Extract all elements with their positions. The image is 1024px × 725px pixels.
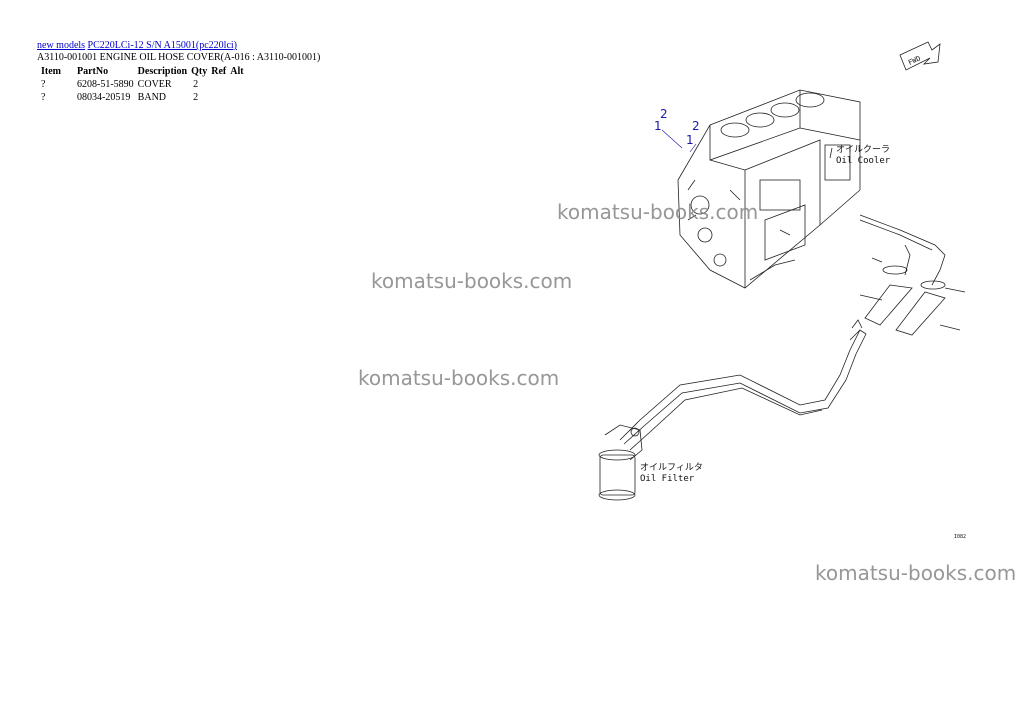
hose-cover-illustration	[859, 284, 961, 336]
cell-partno: 6208-51-5890	[77, 79, 134, 90]
oil-filter-illustration	[598, 424, 643, 501]
callout-number: 1	[686, 133, 694, 147]
oil-hose-illustration	[619, 214, 946, 451]
callout-number: 1	[654, 119, 662, 133]
column-header-alt: Alt	[230, 66, 244, 77]
cell-qty: 2	[193, 79, 199, 90]
cell-description: COVER	[137, 79, 172, 90]
diagram-code: I082	[954, 534, 966, 540]
cell-qty: 2	[193, 92, 199, 103]
cell-ref	[209, 91, 228, 104]
breadcrumb-link-model[interactable]: PC220LCi-12 S/N A15001(pc220lci)	[87, 40, 237, 51]
cell-alt	[228, 91, 245, 104]
oil-filter-label-jp: オイルフィルタ	[640, 462, 703, 473]
watermark: komatsu-books.com	[815, 561, 1017, 585]
parts-table: Item PartNo Description Qty Ref Alt ? 62…	[37, 65, 246, 104]
oil-cooler-label-jp: オイルクーラ	[836, 144, 890, 155]
table-header-row: Item PartNo Description Qty Ref Alt	[37, 65, 246, 78]
callout-number: 2	[692, 119, 700, 133]
engine-block-illustration	[677, 89, 861, 289]
callout-number: 2	[660, 107, 668, 121]
cell-description: BAND	[137, 92, 167, 103]
column-header-partno: PartNo	[77, 66, 109, 77]
watermark: komatsu-books.com	[358, 366, 560, 390]
page-title: A3110-001001 ENGINE OIL HOSE COVER(A-016…	[37, 52, 321, 63]
cell-partno: 08034-20519	[77, 92, 131, 103]
breadcrumb: new models PC220LCi-12 S/N A15001(pc220l…	[37, 40, 237, 51]
table-row: ? 08034-20519 BAND 2	[37, 91, 246, 104]
cell-item: ?	[41, 92, 46, 103]
watermark: komatsu-books.com	[371, 269, 573, 293]
breadcrumb-link-new-models[interactable]: new models	[37, 40, 86, 51]
cell-ref	[209, 78, 228, 91]
oil-filter-label-en: Oil Filter	[640, 474, 695, 484]
cell-alt	[228, 78, 245, 91]
watermark: komatsu-books.com	[557, 200, 759, 224]
column-header-item: Item	[41, 66, 61, 77]
cell-item: ?	[41, 79, 46, 90]
column-header-qty: Qty	[191, 66, 208, 77]
column-header-ref: Ref	[211, 66, 227, 77]
parts-diagram: 2 1 2 1 オイルクーラ Oil Cooler オイルフィルタ Oil Fi…	[598, 41, 966, 540]
fwd-label: FWD	[907, 54, 922, 67]
column-header-description: Description	[137, 66, 188, 77]
fwd-arrow-icon	[899, 41, 941, 71]
oil-cooler-label-en: Oil Cooler	[836, 156, 891, 166]
table-row: ? 6208-51-5890 COVER 2	[37, 78, 246, 91]
band-illustration	[871, 257, 966, 293]
